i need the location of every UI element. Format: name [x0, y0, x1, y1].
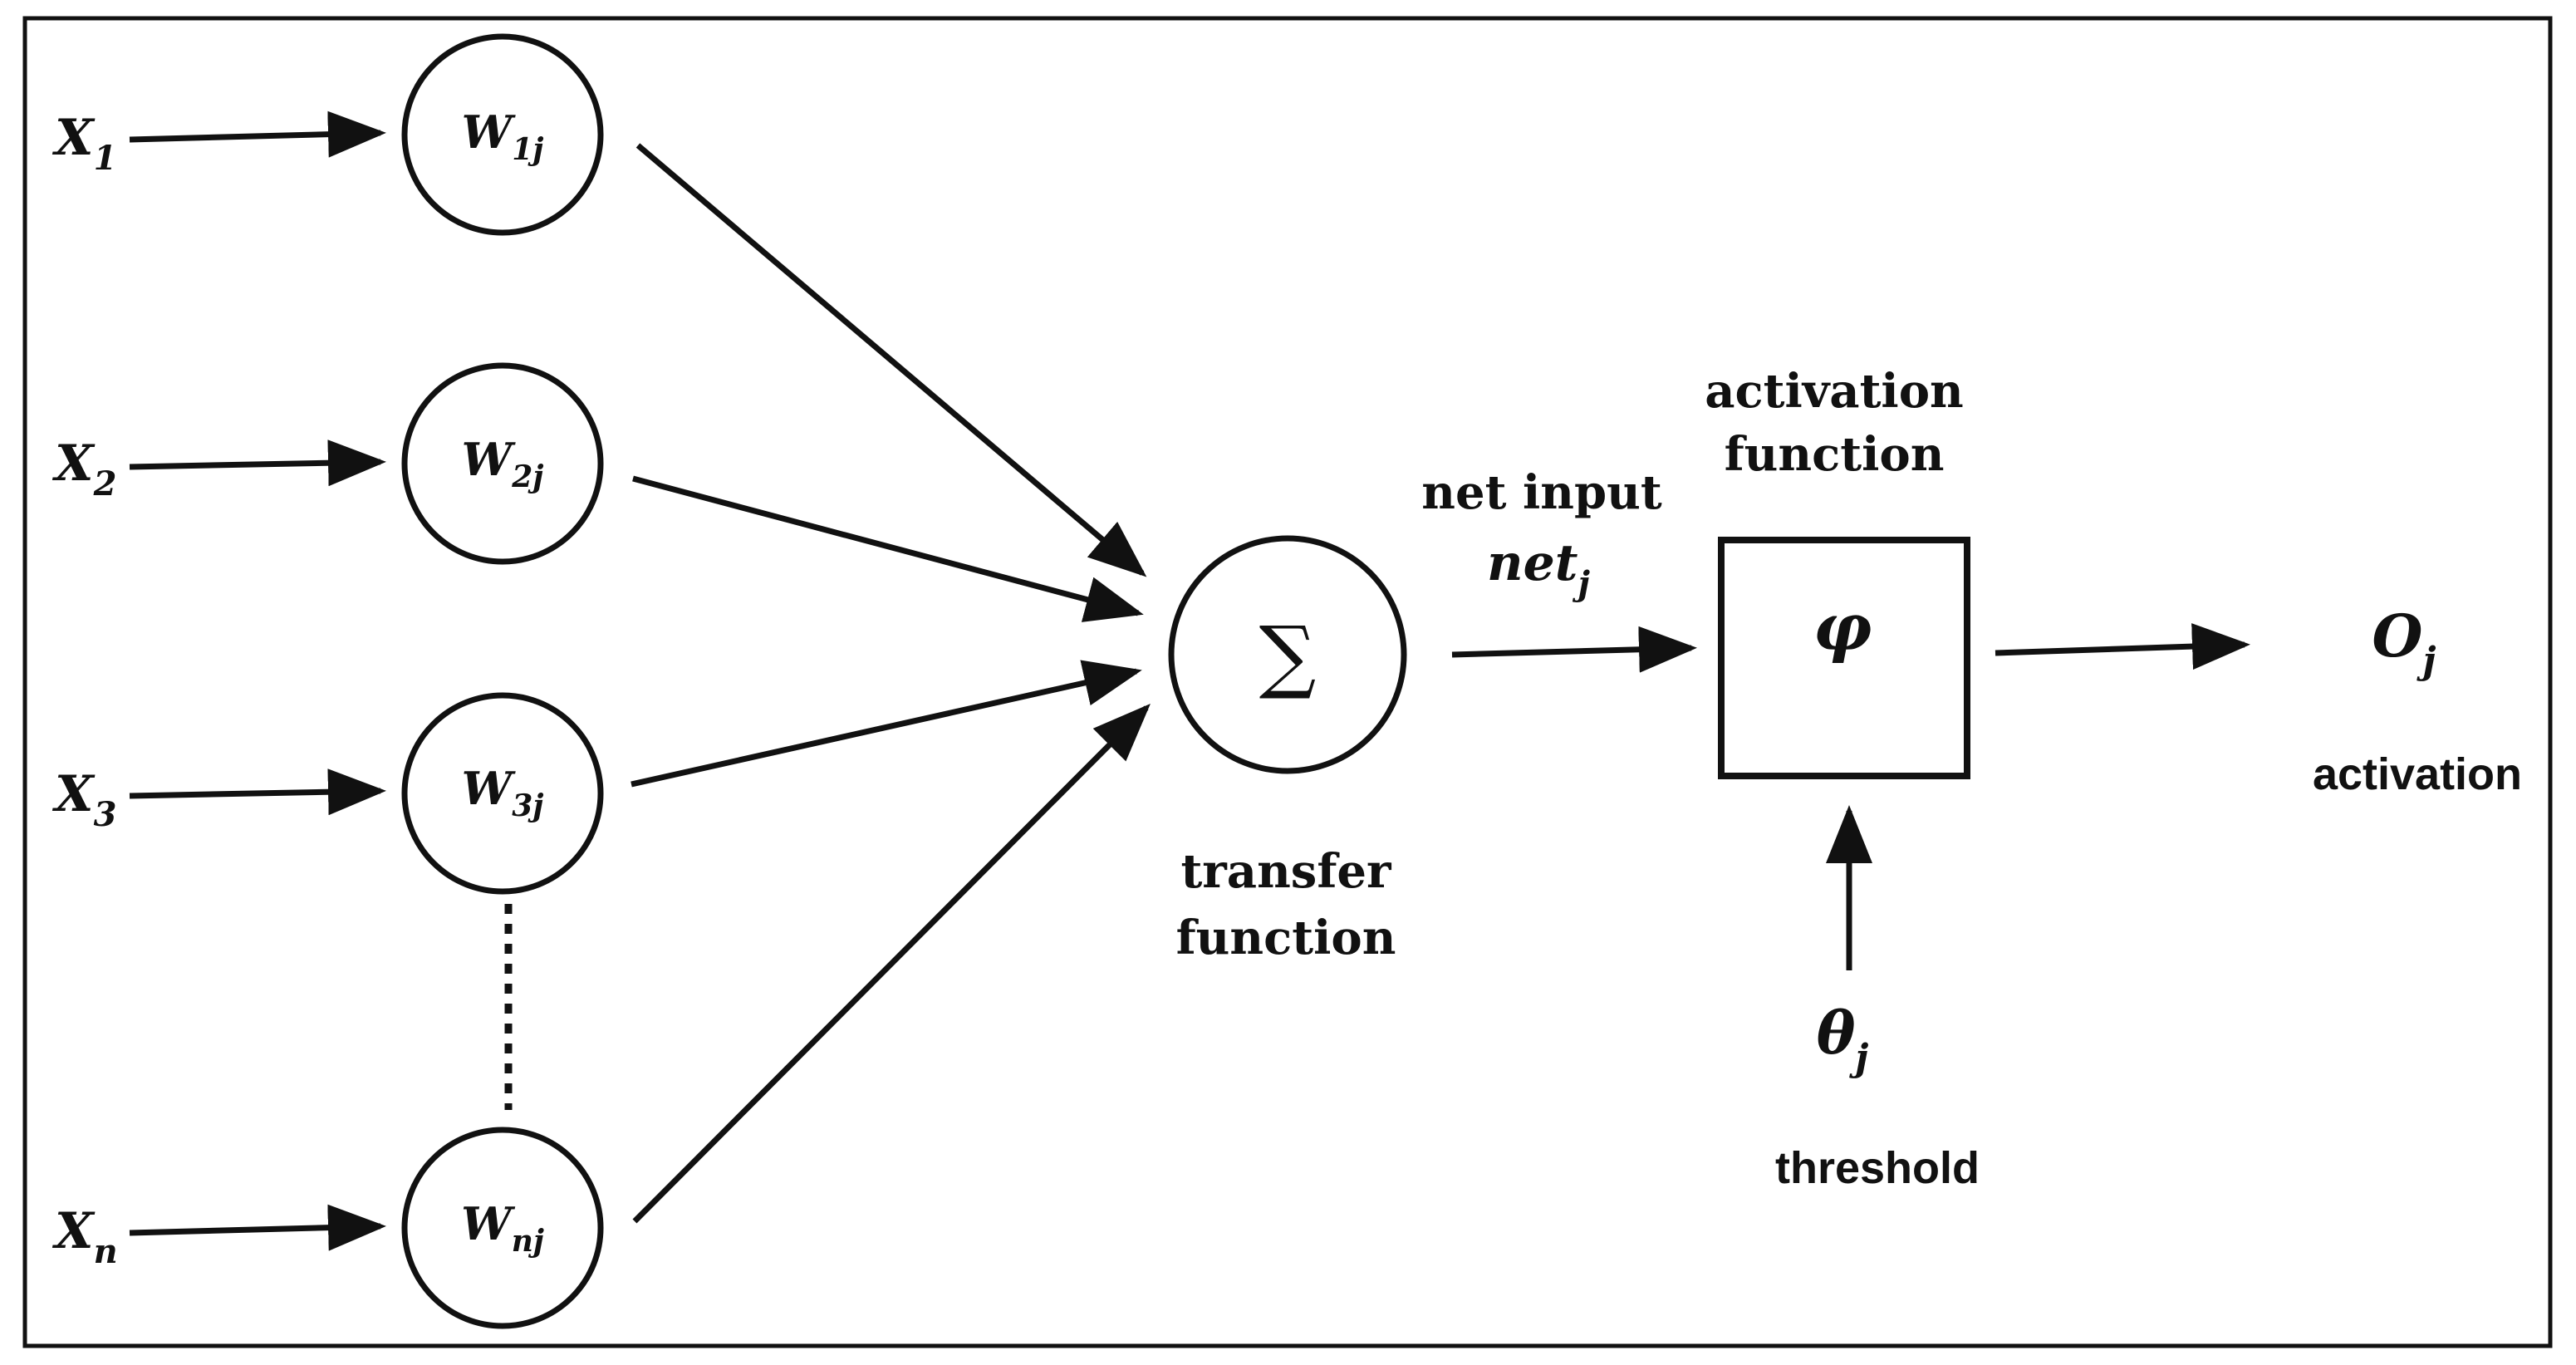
summation-symbol: ∑	[1259, 609, 1317, 702]
output-label: activation	[2313, 749, 2522, 799]
input-label-x1: X1	[52, 109, 116, 178]
output-symbol: Oj	[2372, 601, 2436, 682]
threshold-label: threshold	[1775, 1143, 1980, 1193]
activation-function-label-line1: activation	[1705, 364, 1964, 419]
input-label-x2: X2	[52, 435, 116, 503]
transfer-label-line2: function	[1176, 911, 1396, 965]
net-input-arrow	[1451, 626, 1697, 673]
input-label-x3: X3	[52, 765, 116, 834]
weight-label-3: W3j	[462, 762, 544, 823]
transfer-label-line1: transfer	[1180, 844, 1392, 899]
activation-function-box	[1718, 537, 1970, 779]
weight-node-3	[401, 692, 604, 895]
output-arrow	[1995, 623, 2250, 670]
weight-node-2	[401, 362, 604, 565]
summation-node	[1168, 535, 1407, 774]
weight-arrow-1	[635, 143, 1147, 577]
input-arrow-2	[129, 439, 386, 487]
net-input-symbol: netj	[1487, 534, 1591, 603]
phi-symbol: φ	[1813, 590, 1872, 665]
input-arrow-3	[129, 768, 386, 816]
weight-label-2: W2j	[462, 433, 544, 494]
activation-function-label-line2: function	[1725, 427, 1945, 482]
weight-arrow-2	[632, 475, 1144, 622]
input-arrow-n	[129, 1204, 386, 1251]
weight-label-1: W1j	[462, 106, 544, 167]
weight-node-n	[401, 1127, 604, 1329]
diagram-border	[22, 16, 2553, 1348]
weight-arrow-3	[631, 660, 1142, 788]
input-label-xn: Xn	[52, 1202, 118, 1271]
weight-arrow-n	[632, 704, 1151, 1224]
weight-node-1	[401, 33, 604, 236]
weight-label-n: Wnj	[461, 1197, 544, 1259]
input-arrow-1	[129, 110, 386, 158]
net-input-label: net input	[1421, 465, 1662, 520]
threshold-symbol: θj	[1817, 999, 1869, 1079]
